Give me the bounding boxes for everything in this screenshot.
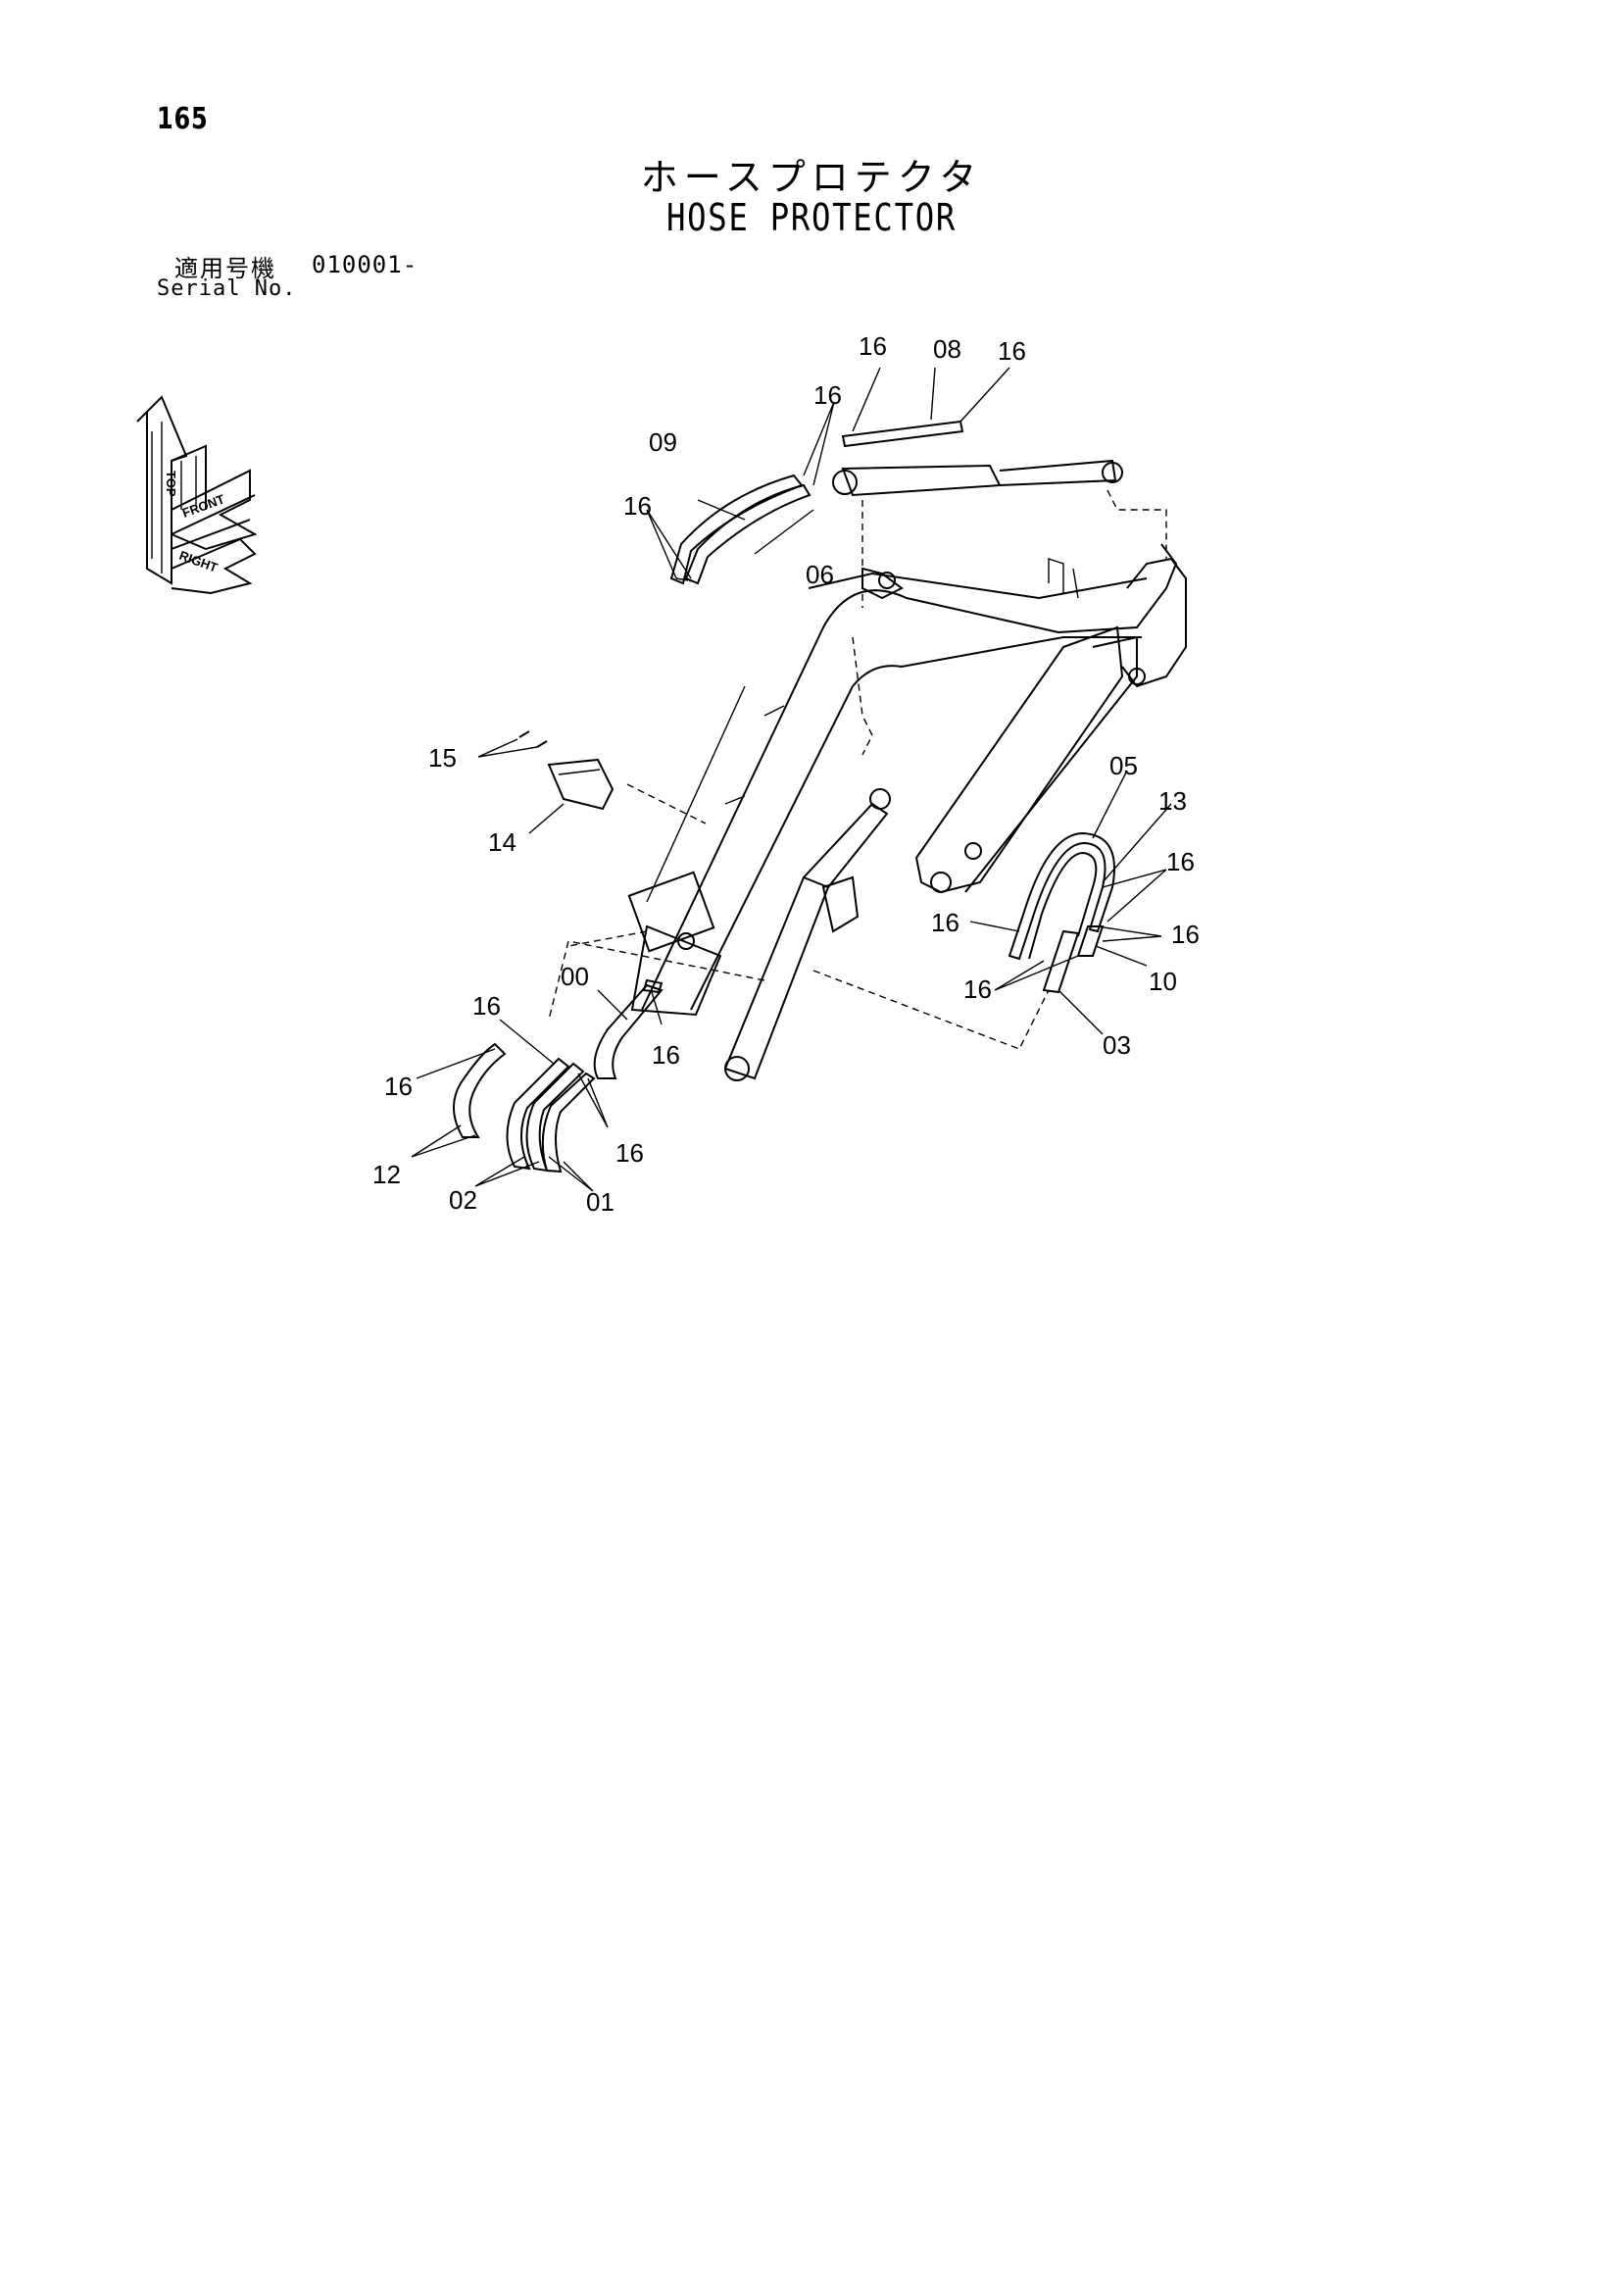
- part-15-bolts: [518, 730, 548, 748]
- callout-02: 02: [449, 1185, 477, 1215]
- callout-10: 10: [1149, 967, 1177, 996]
- orientation-label-right: RIGHT: [177, 548, 220, 575]
- serial-label-japanese: 適用号機: [174, 255, 276, 282]
- callout-16: 16: [652, 1040, 680, 1070]
- part-08-protector: [841, 420, 964, 448]
- part-05-13-protectors: [1008, 831, 1115, 961]
- part-10-03-protectors: [1042, 925, 1105, 994]
- orientation-label-front: FRONT: [180, 491, 226, 520]
- callout-16: 16: [623, 491, 652, 521]
- callout-13: 13: [1158, 786, 1187, 816]
- page-number: 165: [157, 102, 209, 136]
- callout-16: 16: [963, 974, 992, 1004]
- callout-14: 14: [488, 827, 516, 857]
- callout-leaders: [411, 367, 1172, 1192]
- part-12-protector: [453, 1042, 507, 1138]
- callout-03: 03: [1103, 1030, 1131, 1060]
- serial-label-english: Serial No.: [157, 276, 297, 301]
- callout-16: 16: [931, 908, 959, 937]
- part-14-block: [547, 758, 615, 811]
- part-01-02-protectors: [506, 1057, 596, 1173]
- part-00-protector: [593, 978, 664, 1079]
- page-title-japanese: ホースプロテクタ: [640, 156, 983, 199]
- callout-06: 06: [806, 560, 834, 589]
- callout-15: 15: [428, 743, 457, 773]
- arm-cylinder: [832, 459, 1123, 497]
- orientation-label-top: TOP: [164, 471, 178, 497]
- callout-00: 00: [561, 962, 589, 991]
- callout-16: 16: [1166, 847, 1195, 876]
- callout-16: 16: [472, 991, 501, 1021]
- callout-labels: 16 08 16 16 09 16 06 15 14 05 13 16 16 1…: [372, 331, 1200, 1217]
- callout-05: 05: [1109, 751, 1138, 780]
- leader-lines: [548, 489, 1167, 1050]
- page-title-english: HOSE PROTECTOR: [665, 196, 958, 239]
- callout-01: 01: [586, 1187, 615, 1217]
- boom-assembly: [627, 543, 1187, 1017]
- callout-16: 16: [859, 331, 887, 361]
- boom-cylinder: [723, 788, 891, 1081]
- serial-number-value: 010001-: [312, 251, 418, 278]
- callout-08: 08: [933, 334, 961, 364]
- callout-16: 16: [384, 1072, 413, 1101]
- callout-16: 16: [998, 336, 1026, 366]
- callout-12: 12: [372, 1160, 401, 1189]
- callout-16: 16: [615, 1138, 644, 1168]
- orientation-icon: TOP FRONT RIGHT: [136, 395, 258, 595]
- callout-09: 09: [649, 427, 677, 457]
- callout-16: 16: [1171, 920, 1200, 949]
- part-09-06-protectors: [669, 474, 812, 585]
- callout-16: 16: [813, 380, 842, 410]
